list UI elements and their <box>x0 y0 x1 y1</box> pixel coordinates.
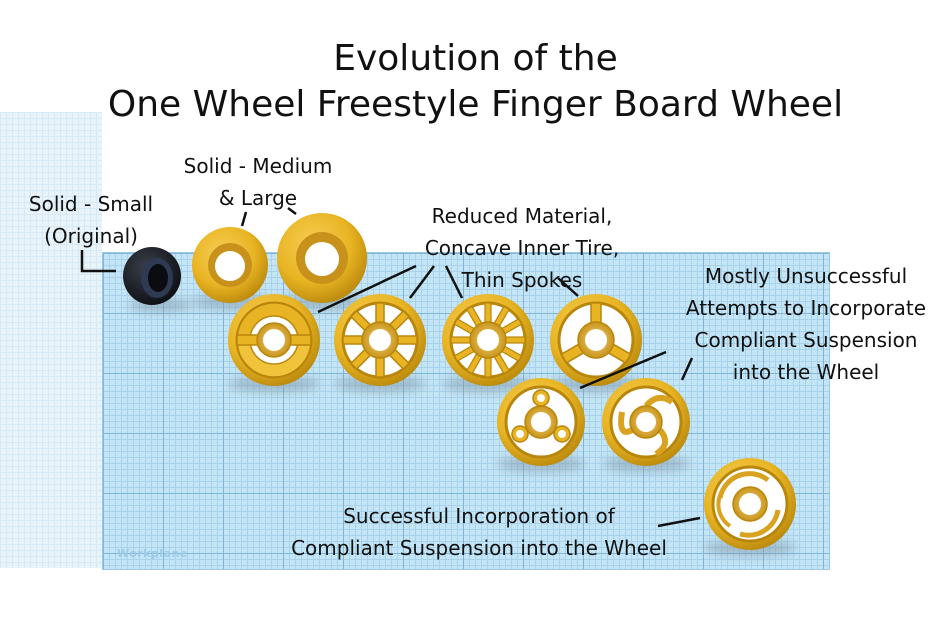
label-line: Thin Spokes <box>461 268 583 292</box>
solid-large-wheel-icon <box>277 213 367 303</box>
label-line: Solid - Small <box>28 192 154 216</box>
spoked-wheel-icon <box>228 294 320 386</box>
label-line: Solid - Medium <box>183 154 333 178</box>
solid-medium-wheel-icon <box>192 227 268 303</box>
suspension-wheel-icon <box>497 378 585 466</box>
page-title: Evolution of the One Wheel Freestyle Fin… <box>0 36 951 128</box>
title-line-2: One Wheel Freestyle Finger Board Wheel <box>107 84 844 125</box>
label-successful: Successful Incorporation of Compliant Su… <box>256 500 702 564</box>
label-line: into the Wheel <box>732 360 880 384</box>
label-line: Attempts to Incorporate <box>685 296 927 320</box>
label-solid-medium-large: Solid - Medium & Large <box>172 150 344 214</box>
suspension-wheel-icon <box>704 458 796 550</box>
label-solid-small: Solid - Small (Original) <box>8 188 174 252</box>
leader-lines <box>80 207 701 528</box>
title-line-1: Evolution of the <box>333 38 618 79</box>
spoked-wheel-icon <box>334 294 426 386</box>
workplane-edge <box>0 112 102 568</box>
label-line: Compliant Suspension <box>694 328 918 352</box>
label-line: Mostly Unsuccessful <box>704 264 908 288</box>
spoked-wheel-icon <box>550 294 642 386</box>
workplane-logo: Workplane <box>117 547 188 560</box>
solid-small-wheel-icon <box>123 247 181 305</box>
label-line: Compliant Suspension into the Wheel <box>291 536 667 560</box>
spoked-wheel-icon <box>442 294 534 386</box>
label-unsuccessful-attempts: Mostly Unsuccessful Attempts to Incorpor… <box>668 260 944 388</box>
label-line: Successful Incorporation of <box>343 504 615 528</box>
label-line: & Large <box>218 186 298 210</box>
label-reduced-material: Reduced Material, Concave Inner Tire, Th… <box>404 200 640 296</box>
label-line: (Original) <box>44 224 138 248</box>
label-line: Concave Inner Tire, <box>424 236 620 260</box>
label-line: Reduced Material, <box>431 204 613 228</box>
suspension-wheel-icon <box>602 378 690 466</box>
